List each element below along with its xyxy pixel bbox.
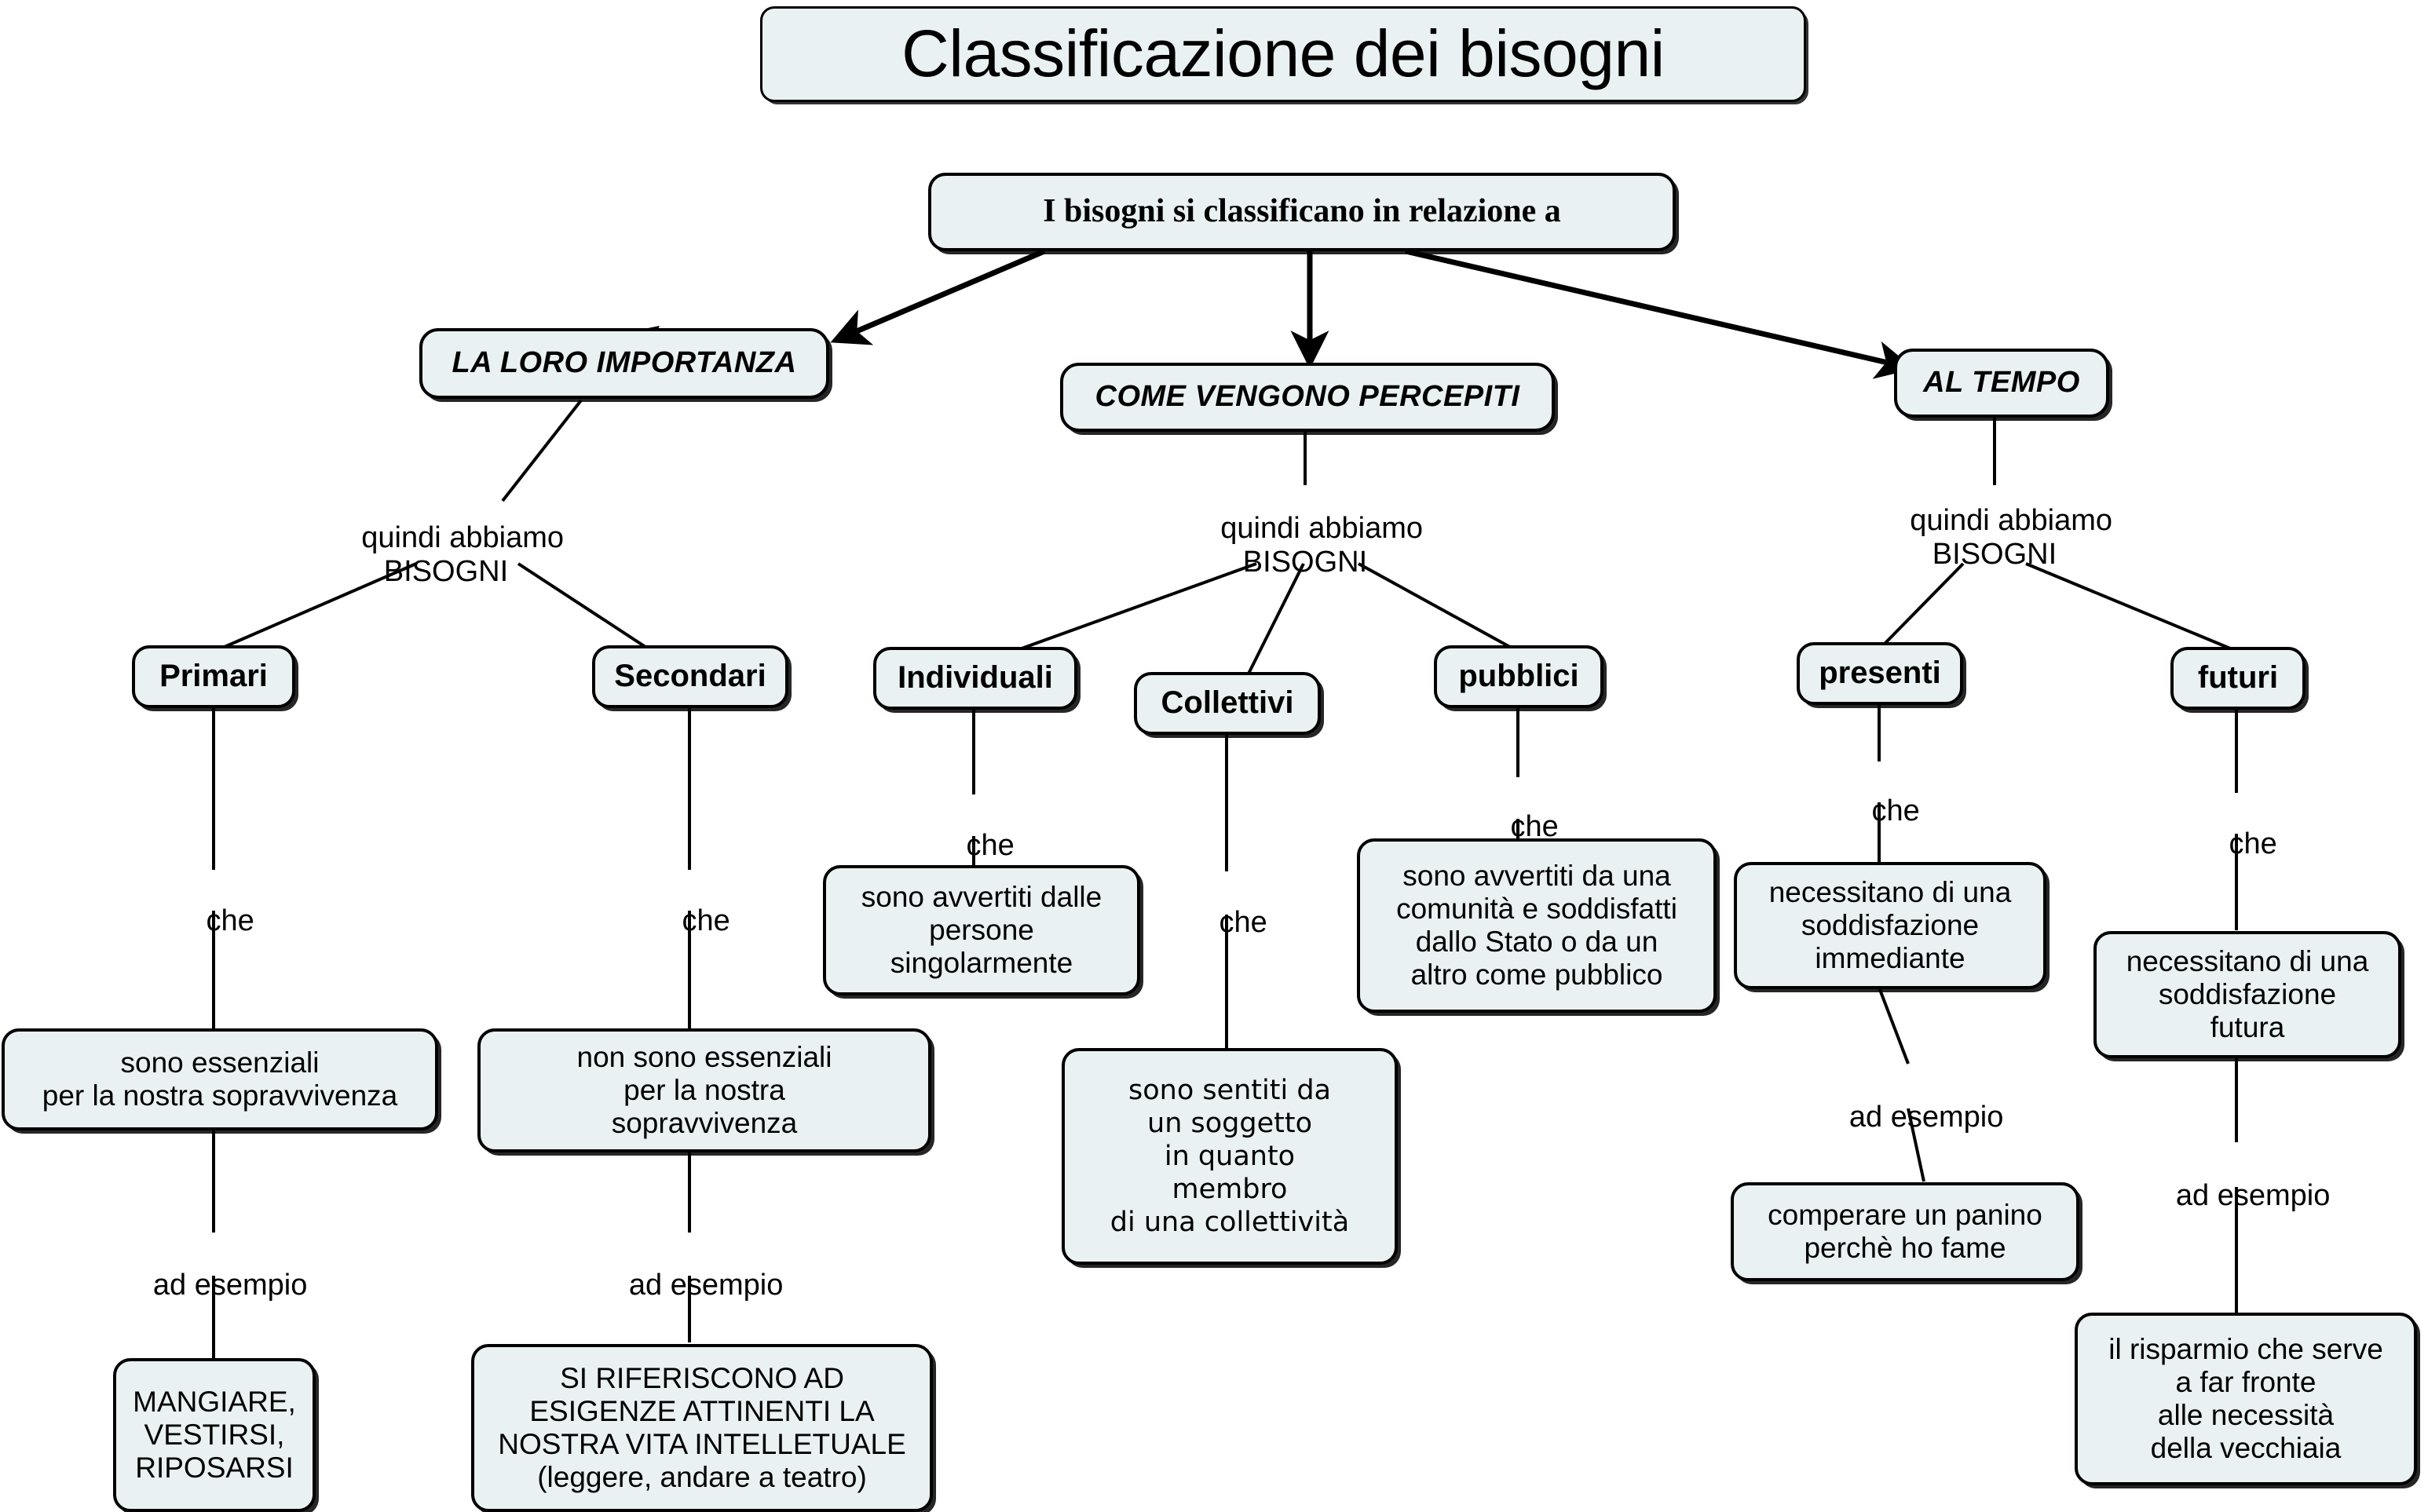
link-label-adesempio-primari-text: ad esempio	[152, 1268, 308, 1302]
category-node-importanza[interactable]: LA LORO IMPORTANZA	[419, 328, 829, 399]
kind-node-primari[interactable]: Primari	[132, 645, 295, 708]
kind-node-secondari-label: Secondari	[614, 659, 766, 694]
example-node-primari-label: MANGIARE,VESTIRSI,RIPOSARSI	[133, 1385, 296, 1485]
root-node-label: I bisogni si classificano in relazione a	[1043, 193, 1561, 230]
link-label-che-secondari: che	[649, 870, 730, 973]
link-label-adesempio-futuri: ad esempio	[2143, 1145, 2331, 1247]
kind-node-primari-label: Primari	[159, 659, 268, 694]
link-label-che-presenti: che	[1838, 760, 1920, 863]
link-label-che-collettivi-text: che	[1219, 905, 1267, 939]
kind-node-secondari[interactable]: Secondari	[592, 645, 788, 708]
category-node-importanza-label: LA LORO IMPORTANZA	[452, 346, 797, 380]
link-label-adesempio-presenti-text: ad esempio	[1848, 1100, 2004, 1134]
category-node-percepiti-label: COME VENGONO PERCEPITI	[1095, 380, 1520, 414]
link-label-adesempio-primari: ad esempio	[120, 1234, 308, 1337]
kind-node-presenti[interactable]: presenti	[1797, 642, 1963, 705]
link-label-adesempio-presenti: ad esempio	[1816, 1066, 2004, 1169]
edge-root-tempo	[1405, 248, 1914, 379]
link-label-adesempio-futuri-text: ad esempio	[2175, 1178, 2331, 1212]
link-label-che-collettivi: che	[1186, 871, 1267, 974]
category-node-tempo-label: AL TEMPO	[1923, 366, 2080, 400]
kind-node-futuri-label: futuri	[2197, 660, 2279, 696]
link-label-che-futuri: che	[2196, 793, 2277, 896]
category-node-tempo[interactable]: AL TEMPO	[1894, 349, 2109, 418]
kind-node-futuri[interactable]: futuri	[2170, 647, 2306, 710]
link-label-che-individuali-text: che	[966, 828, 1015, 862]
kind-node-collettivi-label: Collettivi	[1161, 685, 1294, 721]
link-label-che-presenti-text: che	[1871, 794, 1920, 827]
edge-importanza-label	[501, 399, 583, 502]
link-label-che-secondari-text: che	[682, 904, 730, 937]
kind-node-pubblici[interactable]: pubblici	[1434, 645, 1603, 708]
kind-node-pubblici-label: pubblici	[1458, 659, 1579, 694]
root-node[interactable]: I bisogni si classificano in relazione a	[928, 173, 1676, 251]
kind-node-individuali[interactable]: Individuali	[873, 647, 1077, 710]
link-label-che-primari-text: che	[206, 904, 254, 937]
link-label-che-futuri-text: che	[2229, 827, 2277, 860]
page-title: Classificazione dei bisogni	[760, 6, 1806, 102]
link-label-adesempio-secondari: ad esempio	[596, 1234, 784, 1337]
category-node-percepiti[interactable]: COME VENGONO PERCEPITI	[1060, 363, 1555, 432]
link-label-adesempio-secondari-text: ad esempio	[628, 1268, 784, 1302]
kind-node-presenti-label: presenti	[1819, 656, 1941, 691]
edge-root-importanza	[830, 248, 1046, 345]
link-label-che-primari: che	[173, 870, 254, 973]
edge-presenti-desc-ex	[1878, 987, 1910, 1065]
kind-node-collettivi[interactable]: Collettivi	[1134, 672, 1321, 735]
page-title-label: Classificazione dei bisogni	[901, 16, 1665, 91]
kind-node-individuali-label: Individuali	[898, 660, 1053, 696]
example-node-primari[interactable]: MANGIARE,VESTIRSI,RIPOSARSI	[113, 1358, 316, 1512]
